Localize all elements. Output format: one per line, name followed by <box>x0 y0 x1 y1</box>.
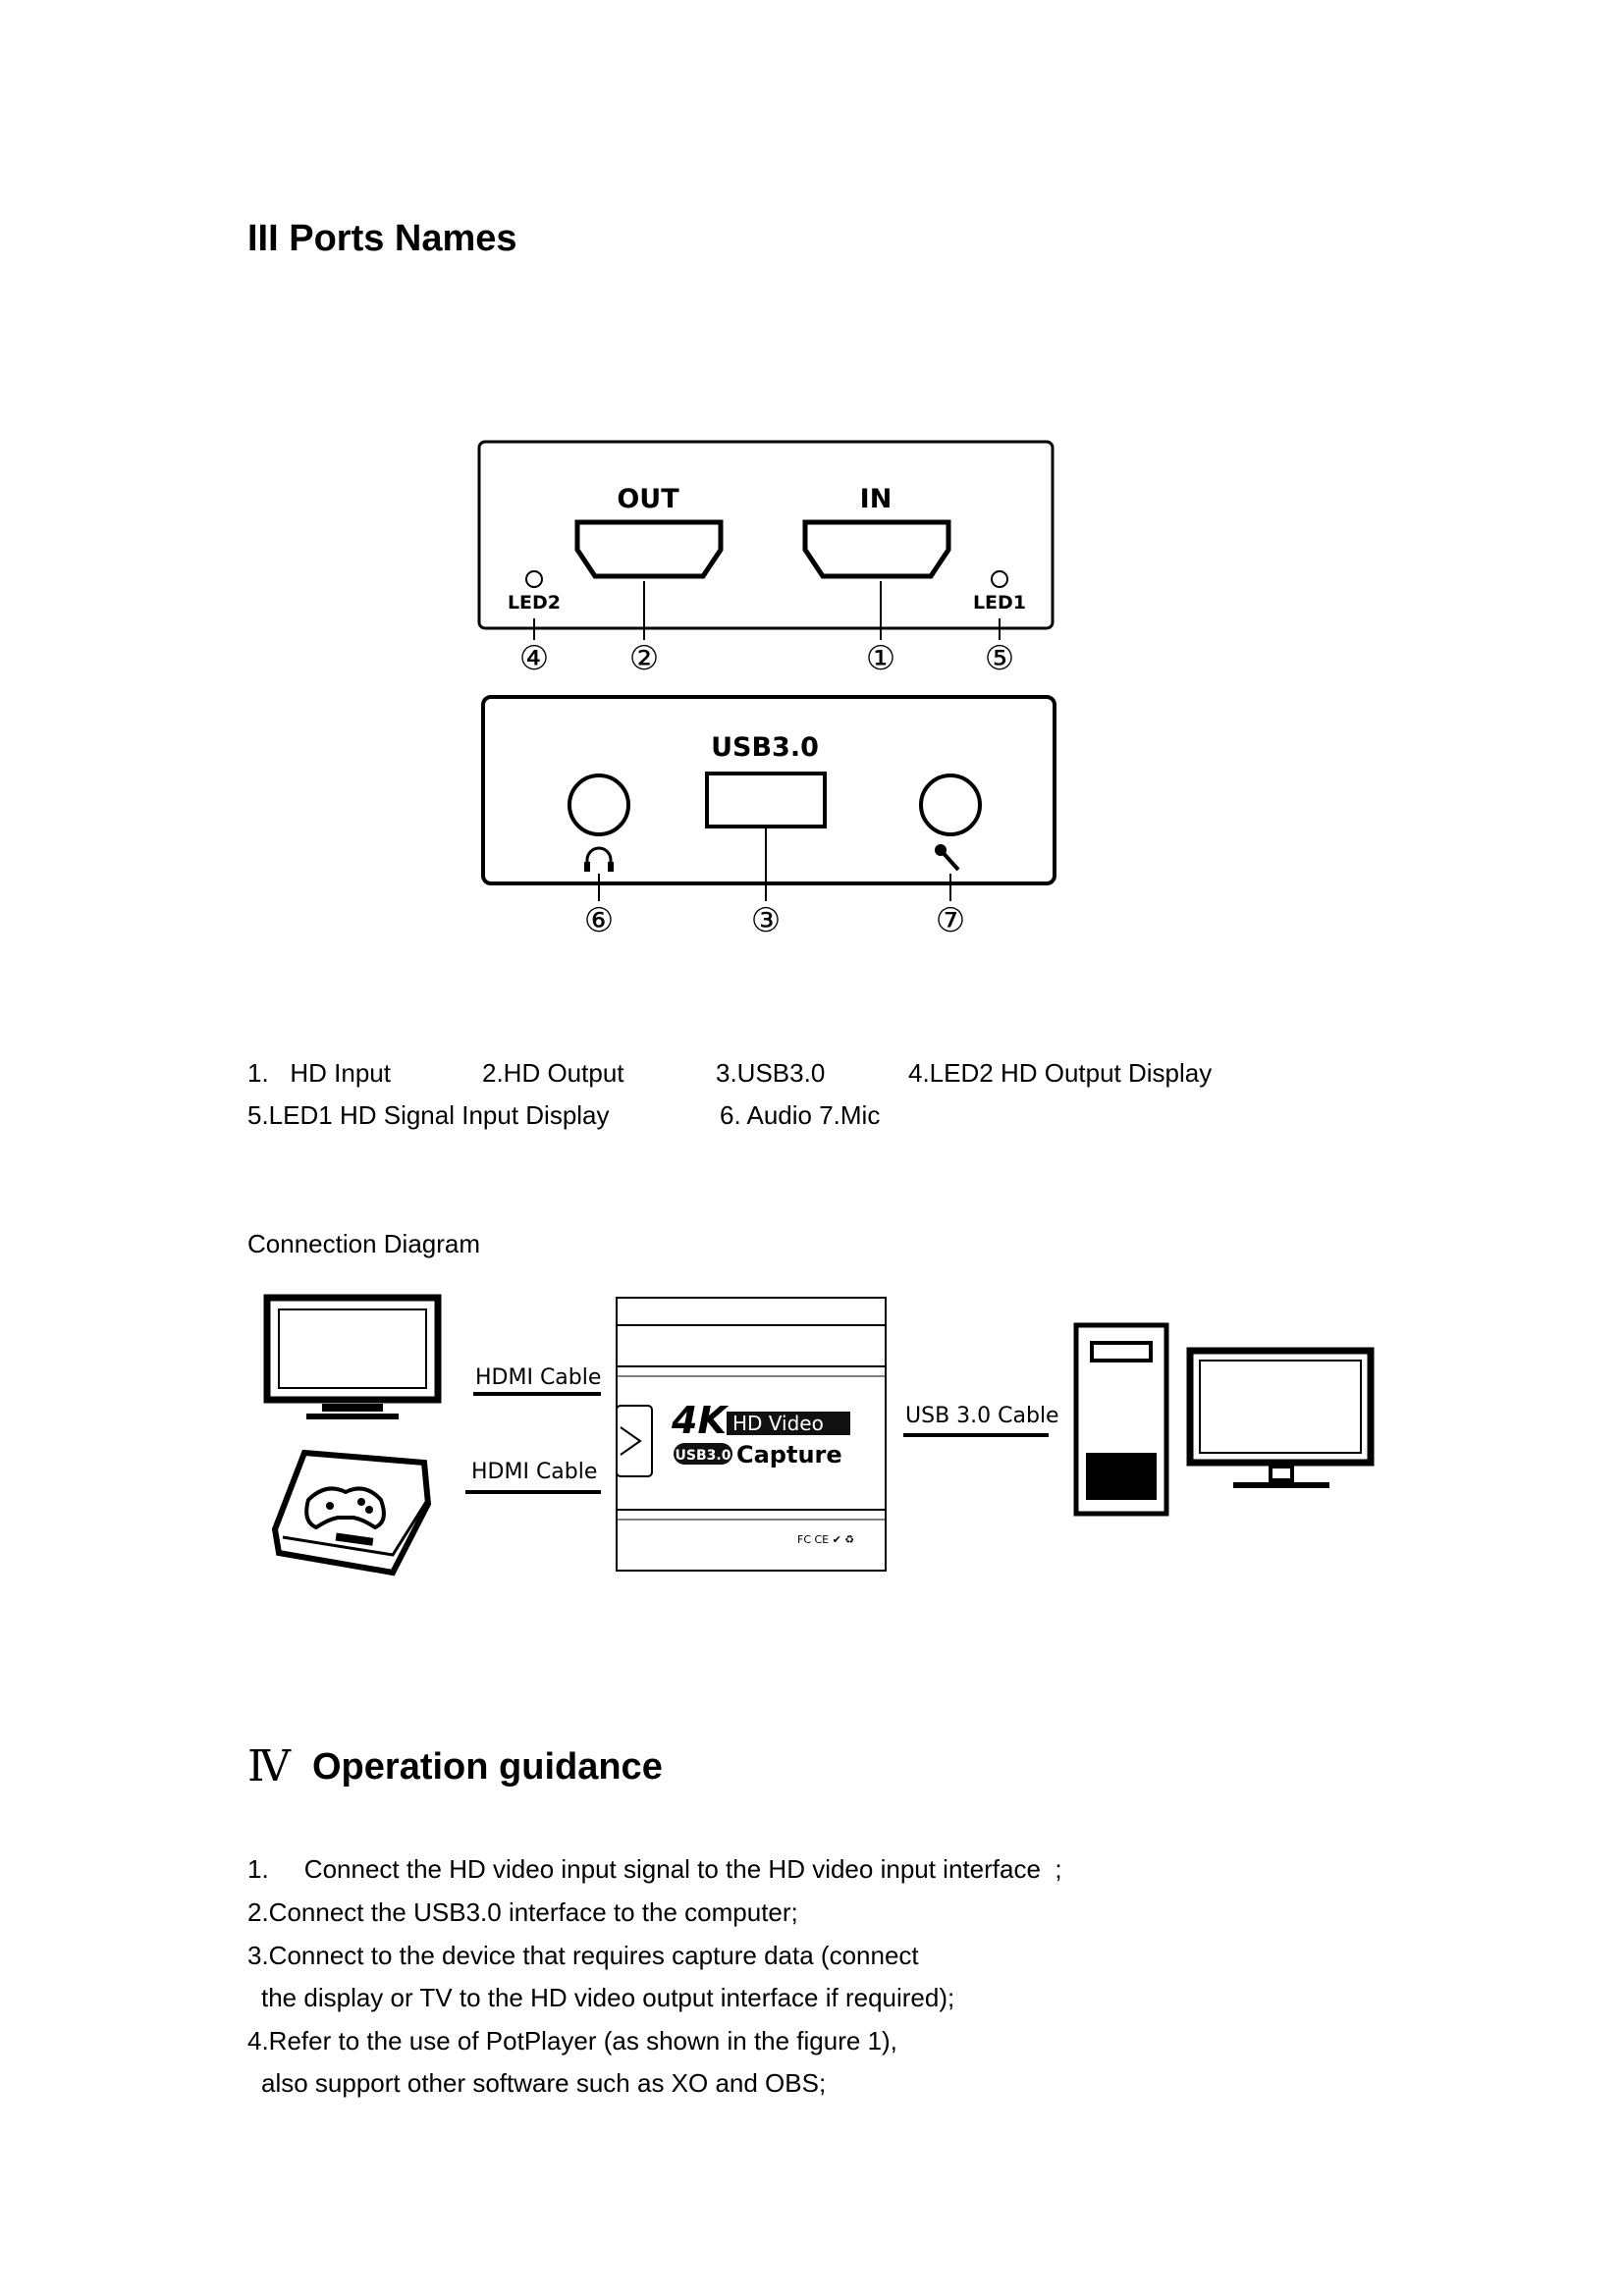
hdmi-cable-top-label: HDMI Cable <box>475 1365 601 1390</box>
legend-item-5: 5.LED1 HD Signal Input Display <box>247 1100 610 1130</box>
led2-label: LED2 <box>508 592 561 614</box>
device-usb-badge: USB3.0 <box>676 1448 731 1464</box>
headphone-icon <box>584 846 614 872</box>
step-4-line-2: also support other software such as XO a… <box>261 2068 827 2098</box>
led1-icon <box>991 570 1008 588</box>
usb-cable-label: USB 3.0 Cable <box>905 1404 1059 1428</box>
step-2: 2.Connect the USB3.0 interface to the co… <box>247 1897 798 1927</box>
legend-item-6: 6. Audio 7.Mic <box>720 1100 881 1130</box>
step-4-line-1: 4.Refer to the use of PotPlayer (as show… <box>247 2026 897 2056</box>
callout-7: ⑦ <box>936 901 965 940</box>
in-label: IN <box>860 484 893 514</box>
hdmi-out-port-icon <box>574 519 724 579</box>
callout-6: ⑥ <box>584 901 614 940</box>
section-title-operation-guidance: Operation guidance <box>312 1746 663 1788</box>
ports-diagram: OUT IN LED2 LED1 ④ ② ① ⑤ USB3.0 ⑥ ③ ⑦ <box>477 440 1056 940</box>
device-cert-marks: FC CE ✔ ♻ <box>797 1533 854 1546</box>
microphone-icon <box>935 844 960 872</box>
callout-3: ③ <box>751 901 781 940</box>
top-panel <box>477 440 1055 630</box>
device-4k-label: 4K <box>671 1399 729 1442</box>
legend-item-1: 1. HD Input <box>247 1058 391 1088</box>
tv-icon <box>263 1294 442 1419</box>
connection-diagram-caption: Connection Diagram <box>247 1229 481 1258</box>
legend-item-3: 3.USB3.0 <box>716 1058 826 1088</box>
usb3-port-icon <box>705 772 827 828</box>
capture-device: 4K HD Video USB3.0 Capture FC CE ✔ ♻ <box>616 1297 887 1572</box>
hdmi-cable-bottom-label: HDMI Cable <box>471 1460 597 1484</box>
step-3-line-1: 3.Connect to the device that requires ca… <box>247 1941 919 1970</box>
callout-5: ⑤ <box>985 639 1014 678</box>
out-label: OUT <box>617 484 679 514</box>
usb-label: USB3.0 <box>711 732 819 763</box>
device-capture-label: Capture <box>736 1441 842 1468</box>
legend-item-2: 2.HD Output <box>482 1058 624 1088</box>
monitor-icon <box>1186 1347 1375 1488</box>
connection-diagram: HDMI Cable HDMI Cable 4K HD Video USB3.0… <box>263 1294 1375 1576</box>
audio-jack-icon <box>568 774 630 836</box>
device-hd-video-label: HD Video <box>732 1412 824 1435</box>
step-3-line-2: the display or TV to the HD video output… <box>261 1983 955 2012</box>
section-roman-numeral: Ⅳ <box>247 1741 291 1791</box>
legend-item-4: 4.LED2 HD Output Display <box>908 1058 1213 1088</box>
mic-jack-icon <box>919 774 982 836</box>
section-title-ports-names: III Ports Names <box>247 218 517 259</box>
bottom-panel <box>481 695 1056 885</box>
callout-4: ④ <box>519 639 549 678</box>
callout-2: ② <box>629 639 659 678</box>
callout-1: ① <box>866 639 895 678</box>
game-console-icon <box>271 1449 432 1576</box>
hdmi-in-port-icon <box>802 519 951 579</box>
step-1: 1. Connect the HD video input signal to … <box>247 1854 1062 1884</box>
computer-tower-icon <box>1073 1322 1169 1517</box>
led2-icon <box>525 570 543 588</box>
led1-label: LED1 <box>973 592 1026 614</box>
